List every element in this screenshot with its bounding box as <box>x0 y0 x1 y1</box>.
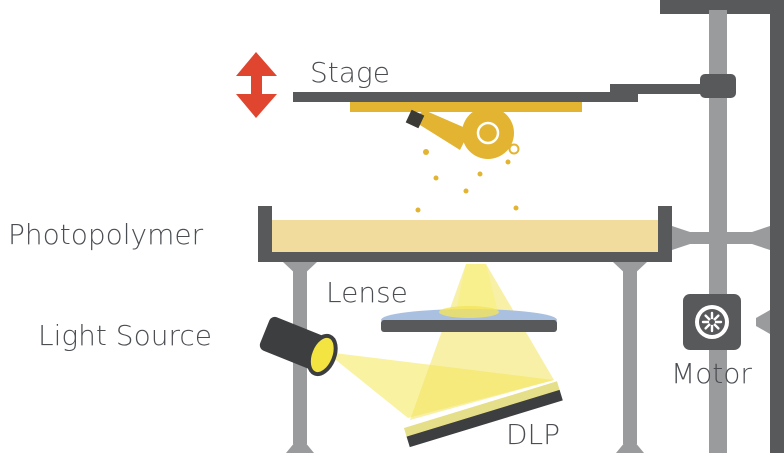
flashlight-icon <box>259 316 338 377</box>
stage-plate <box>293 84 716 102</box>
photopolymer-resin <box>272 220 658 252</box>
label-stage: Stage <box>310 56 390 89</box>
vat-arm-bracket <box>672 226 690 250</box>
label-light-source: Light Source <box>38 319 212 352</box>
label-dlp: DLP <box>506 418 560 451</box>
frame-right-post <box>770 0 784 453</box>
build-platform-layer <box>350 102 582 112</box>
vat-arm-bracket-right <box>752 226 770 250</box>
motor-bracket <box>756 310 770 334</box>
label-lense: Lense <box>326 276 408 309</box>
vat-arm <box>675 232 770 244</box>
dlp-chip <box>403 381 563 448</box>
lens <box>381 306 557 332</box>
resin-vat <box>258 206 672 262</box>
label-motor: Motor <box>671 357 752 390</box>
double-arrow-icon <box>236 52 277 118</box>
gear-icon <box>695 305 729 339</box>
frame-top-bar <box>660 0 784 14</box>
label-photopolymer: Photopolymer <box>8 218 204 251</box>
vat-walls <box>258 206 672 262</box>
whistle-icon <box>405 107 520 213</box>
motor <box>683 294 741 350</box>
stage-assembly <box>293 84 716 112</box>
